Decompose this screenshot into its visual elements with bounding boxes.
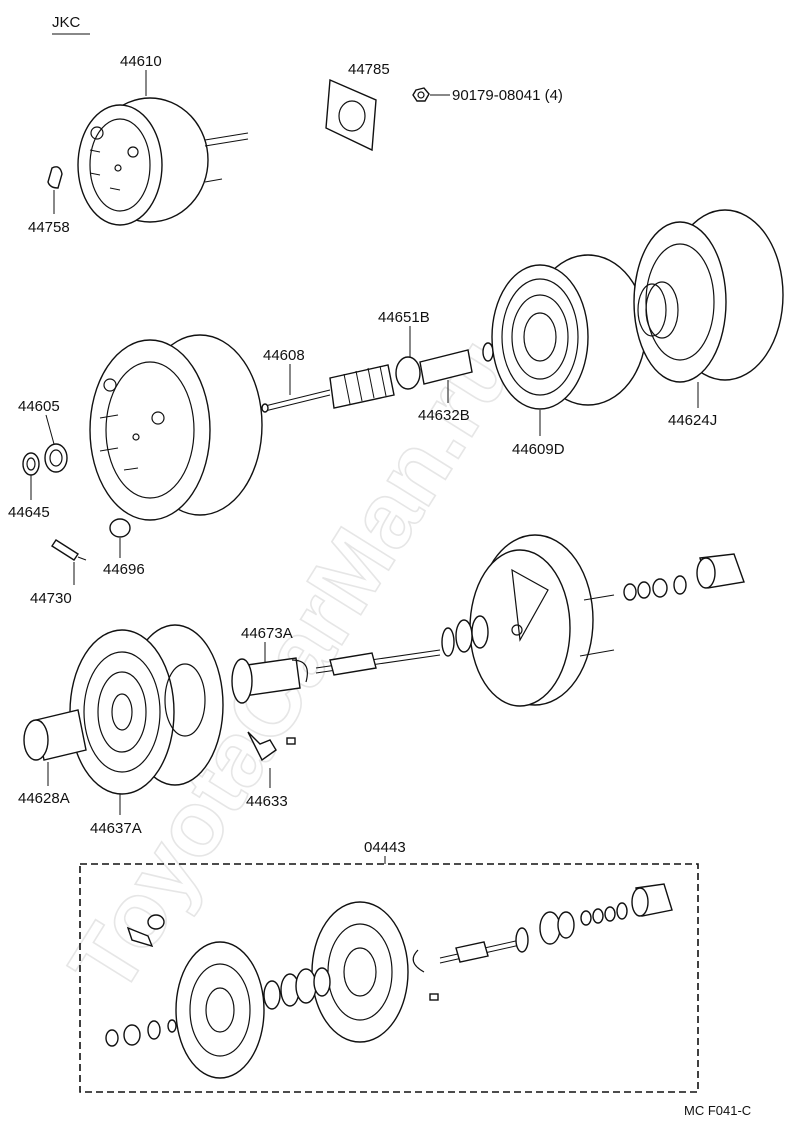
label-44624J: 44624J bbox=[668, 412, 717, 429]
kit-front-seals bbox=[539, 883, 673, 945]
label-04443: 04443 bbox=[364, 839, 406, 856]
rod-assembly-row3 bbox=[315, 615, 489, 676]
valve-body-44673A bbox=[231, 657, 308, 704]
label-44628A: 44628A bbox=[18, 790, 70, 807]
footer-code: MC F041-C bbox=[684, 1103, 751, 1118]
label-44632B: 44632B bbox=[418, 407, 470, 424]
boot-44651B bbox=[329, 356, 421, 409]
front-shell bbox=[469, 534, 615, 707]
label-44696: 44696 bbox=[103, 561, 145, 578]
front-seal-set bbox=[623, 553, 745, 601]
kit-04443-boundary bbox=[79, 863, 699, 1093]
kit-rod-assembly bbox=[412, 927, 529, 1001]
leader-44605 bbox=[45, 414, 55, 445]
diaphragm-44609D bbox=[491, 254, 647, 410]
brake-booster-44608-body bbox=[89, 334, 263, 521]
kit-rear-diaphragm bbox=[175, 941, 265, 1079]
key-44633 bbox=[247, 731, 296, 762]
kit-spring-set bbox=[263, 967, 331, 1010]
model-code: JKC bbox=[52, 14, 81, 31]
label-44758: 44758 bbox=[28, 219, 70, 236]
diaphragm-44637A bbox=[69, 624, 224, 795]
plug-44696 bbox=[109, 518, 131, 538]
brake-booster-44610 bbox=[77, 97, 249, 226]
clip-44758 bbox=[47, 166, 63, 189]
label-44610: 44610 bbox=[120, 53, 162, 70]
label-90179: 90179-08041 (4) bbox=[452, 87, 563, 104]
seal-44628A bbox=[23, 709, 87, 761]
valve-44632B bbox=[419, 342, 494, 385]
label-44730: 44730 bbox=[30, 590, 72, 607]
seal-44605 bbox=[44, 443, 68, 473]
label-44637A: 44637A bbox=[90, 820, 142, 837]
gasket-44785 bbox=[325, 78, 377, 152]
kit-front-diaphragm bbox=[311, 901, 409, 1043]
kit-key-pin bbox=[126, 914, 165, 948]
label-44633: 44633 bbox=[246, 793, 288, 810]
label-44651B: 44651B bbox=[378, 309, 430, 326]
label-44605: 44605 bbox=[18, 398, 60, 415]
label-44608: 44608 bbox=[263, 347, 305, 364]
pushrod-44608 bbox=[261, 389, 331, 413]
label-44785: 44785 bbox=[348, 61, 390, 78]
kit-small-seals bbox=[105, 1019, 177, 1047]
nut-90179 bbox=[412, 87, 430, 102]
label-44673A: 44673A bbox=[241, 625, 293, 642]
shell-44624J bbox=[633, 209, 784, 383]
clevis-pin-44730 bbox=[51, 539, 87, 561]
label-44609D: 44609D bbox=[512, 441, 565, 458]
retainer-44645 bbox=[22, 452, 40, 476]
label-44645: 44645 bbox=[8, 504, 50, 521]
